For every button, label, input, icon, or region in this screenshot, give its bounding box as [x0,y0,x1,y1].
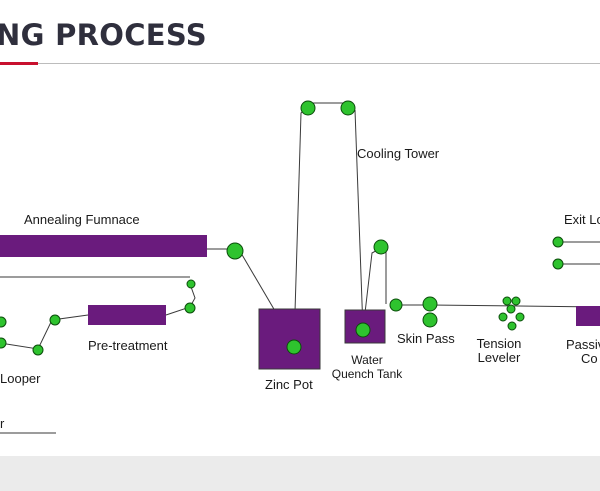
quench-guide-roller [373,239,389,255]
label-passivation-line2: Co [581,351,598,366]
label-tension-line2: Leveler [478,350,521,365]
passivation-block [576,306,600,326]
tension-leveler-roller-2 [511,296,521,306]
looper-roller-4 [49,314,61,326]
cooling-tower-roller-left [300,100,316,116]
tension-leveler-roller-1 [502,296,512,306]
roller-group [0,100,564,356]
label-passivation-line1: Passiv [566,337,600,352]
annealing-furnace-block [0,235,207,257]
cooling-tower-roller-right [340,100,356,116]
label-cooling-tower: Cooling Tower [357,146,440,161]
footer-band [0,456,600,491]
pretreatment-roller-2 [186,279,196,289]
label-water-quench-line1: Water [351,353,383,367]
label-exit-looper: Exit Lo [564,212,600,227]
title-divider [0,63,600,64]
pretreatment-roller-1 [184,302,196,314]
label-skin-pass: Skin Pass [397,331,455,346]
label-looper: Looper [0,371,41,386]
zinc-pot-block [258,308,321,370]
skin-pass-roller-top [422,296,438,312]
label-annealing-furnace: Annealing Fumnace [24,212,140,227]
tension-leveler-roller-4 [498,312,508,322]
skin-pass-exit-roller [389,298,403,312]
looper-roller-3 [32,344,44,356]
tension-leveler-roller-6 [515,312,525,322]
process-diagram: Annealing Fumnace Looper Pre-treatment Z… [0,100,600,434]
label-zinc-pot: Zinc Pot [265,377,313,392]
label-water-quench-line2: Quench Tank [332,367,403,381]
tension-leveler-roller-3 [506,304,516,314]
furnace-exit-roller [226,242,244,260]
exit-looper-roller-1 [552,236,564,248]
looper-roller-2 [0,337,7,349]
label-tension-line1: Tension [477,336,522,351]
pretreatment-block [88,305,166,325]
label-pretreatment: Pre-treatment [88,338,168,353]
tension-leveler-roller-5 [507,321,517,331]
strip-line-tower-right [354,109,364,331]
quench-tank-roller [355,322,371,338]
looper-roller-1 [0,316,7,328]
skin-pass-roller-bottom [422,312,438,328]
title-accent-bar [0,62,38,65]
water-quench-tank-block [344,309,386,344]
page-title: NG PROCESS [0,18,207,52]
exit-looper-roller-2 [552,258,564,270]
strip-line-pretreatment [165,283,196,316]
strip-line-looper [0,314,89,350]
zinc-pot-roller [286,339,302,355]
label-partial-left: r [0,416,5,431]
